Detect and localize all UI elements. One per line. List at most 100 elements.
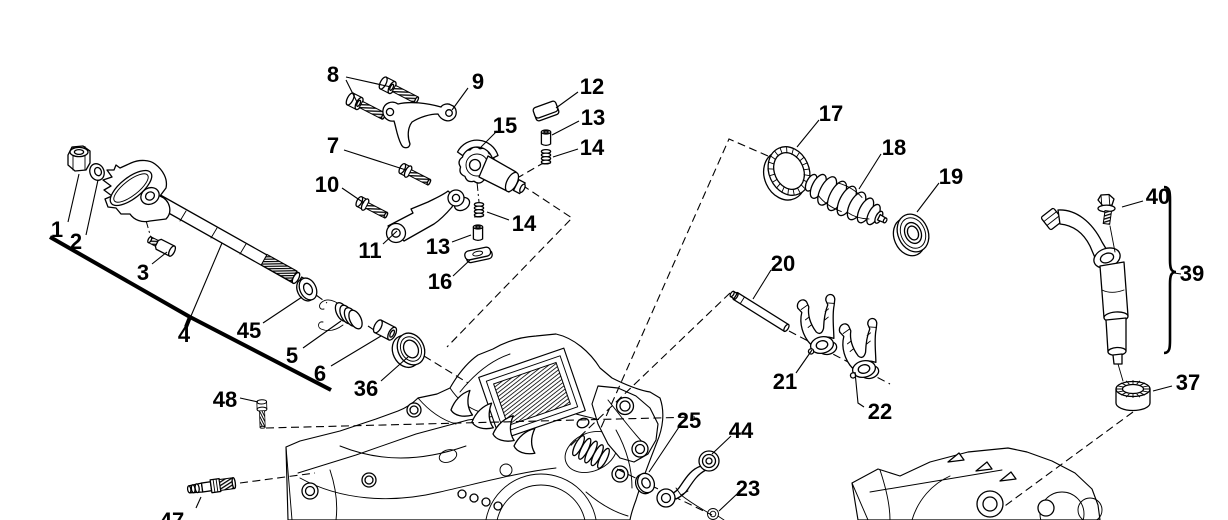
callout-9: 9: [472, 69, 484, 94]
part-47-breather-fitting: [186, 476, 237, 494]
leader-lines: [67, 76, 1182, 512]
leader-48: [239, 397, 259, 403]
leader-13b: [451, 234, 472, 243]
leader-11: [382, 230, 398, 245]
callout-45: 45: [237, 318, 261, 343]
part-5-return-spring: [318, 299, 363, 332]
leader-16: [452, 259, 471, 277]
leader-21: [795, 349, 813, 374]
part-13-detent-pin-upper: [540, 129, 552, 147]
callout-13b: 13: [426, 234, 450, 259]
part-18-shift-drum: [804, 173, 888, 226]
part-14-detent-spring-lower: [473, 201, 485, 218]
callout-16: 16: [428, 269, 452, 294]
callout-11: 11: [358, 238, 381, 263]
callout-21: 21: [773, 369, 797, 394]
callout-2: 2: [70, 229, 82, 254]
part-16-detent-slider-plate: [464, 246, 493, 264]
leader-47: [195, 496, 202, 509]
part-44-link-lever: [656, 450, 720, 508]
part-11-selector-lever: [385, 189, 471, 244]
leader-23: [718, 493, 738, 512]
callout-37: 37: [1176, 370, 1200, 395]
leader-15: [480, 130, 498, 148]
callout-labels: 1 2 3 4 45 5 6 36 48 47 7 8 9 10 11 15 1…: [51, 62, 1204, 520]
brace-part-39: [1163, 185, 1177, 355]
leader-14b: [486, 211, 510, 221]
dashed-screw48-to-case: [265, 416, 696, 429]
callout-15: 15: [493, 113, 517, 138]
leader-45: [262, 296, 303, 324]
leader-1: [67, 173, 80, 223]
callout-8: 8: [327, 62, 339, 87]
callout-14b: 14: [512, 211, 537, 236]
leader-19: [916, 182, 940, 213]
leader-17: [796, 119, 820, 148]
callout-6: 6: [314, 361, 326, 386]
callout-23: 23: [736, 476, 760, 501]
callout-22: 22: [868, 399, 892, 424]
leader-5: [302, 320, 342, 349]
callout-17: 17: [819, 101, 843, 126]
part-40-flange-bolt: [1097, 193, 1116, 253]
callout-3: 3: [137, 260, 149, 285]
part-17-needle-bearing: [762, 146, 811, 201]
part-7-screw: [396, 161, 434, 189]
dashed-detent-to-drum: [518, 161, 546, 178]
leader-20: [752, 269, 772, 300]
part-48-case-screw: [256, 399, 268, 429]
leader-3: [151, 251, 168, 265]
callout-18: 18: [882, 135, 906, 160]
leader-40: [1121, 200, 1144, 208]
callout-1: 1: [51, 217, 63, 242]
leader-12: [555, 91, 579, 109]
dashed-drum-to-case: [599, 138, 769, 431]
leader-10: [341, 187, 365, 204]
part-22-shift-fork: [837, 316, 889, 384]
leader-39: [1173, 272, 1182, 275]
leader-6: [330, 335, 382, 367]
callout-25: 25: [677, 408, 701, 433]
leader-25: [648, 426, 680, 473]
part-8-screw-b: [343, 91, 389, 124]
leader-22: [854, 371, 865, 408]
part-36-ball-bearing: [391, 332, 426, 369]
centerline-star-detent: [476, 181, 480, 203]
callout-48: 48: [213, 387, 237, 412]
leader-37: [1152, 385, 1173, 392]
part-20-shift-fork-shaft: [729, 290, 790, 333]
part-12-detent-cover-plate: [532, 100, 560, 122]
callout-47: 47: [160, 508, 184, 520]
callout-44: 44: [729, 418, 754, 443]
part-14-detent-spring-upper: [540, 148, 552, 165]
callout-20: 20: [771, 251, 795, 276]
callout-5: 5: [286, 343, 298, 368]
dashed-star-to-case: [446, 184, 573, 348]
part-10-screw: [353, 194, 391, 222]
callout-36: 36: [354, 376, 378, 401]
leader-44: [711, 435, 732, 455]
leader-8: [345, 76, 392, 103]
dashed-fitting47-to-case: [239, 472, 316, 484]
leader-18: [858, 153, 882, 190]
part-1-flange-nut: [67, 145, 91, 172]
part-45-thrust-washer: [296, 277, 318, 302]
leader-9: [451, 87, 469, 111]
part-39-gearshift-lever-shaft: [1040, 207, 1129, 382]
leader-36: [380, 356, 409, 382]
leader-13a: [551, 120, 580, 136]
leader-14a: [552, 148, 579, 158]
callout-39: 39: [1180, 261, 1204, 286]
part-9-stopper-lever: [382, 101, 457, 149]
part-6-spacer-bushing: [372, 319, 398, 341]
callout-40: 40: [1146, 184, 1170, 209]
leader-7: [343, 149, 407, 171]
crankcase-right-half: [851, 447, 1103, 520]
part-37-needle-bushing: [1115, 380, 1151, 412]
leader-2: [85, 179, 99, 236]
part-23-torsion-spring: [675, 487, 725, 520]
assembly-dashed-lines: [140, 138, 1134, 516]
part-13-detent-pin-lower: [472, 224, 484, 242]
callout-19: 19: [939, 164, 963, 189]
